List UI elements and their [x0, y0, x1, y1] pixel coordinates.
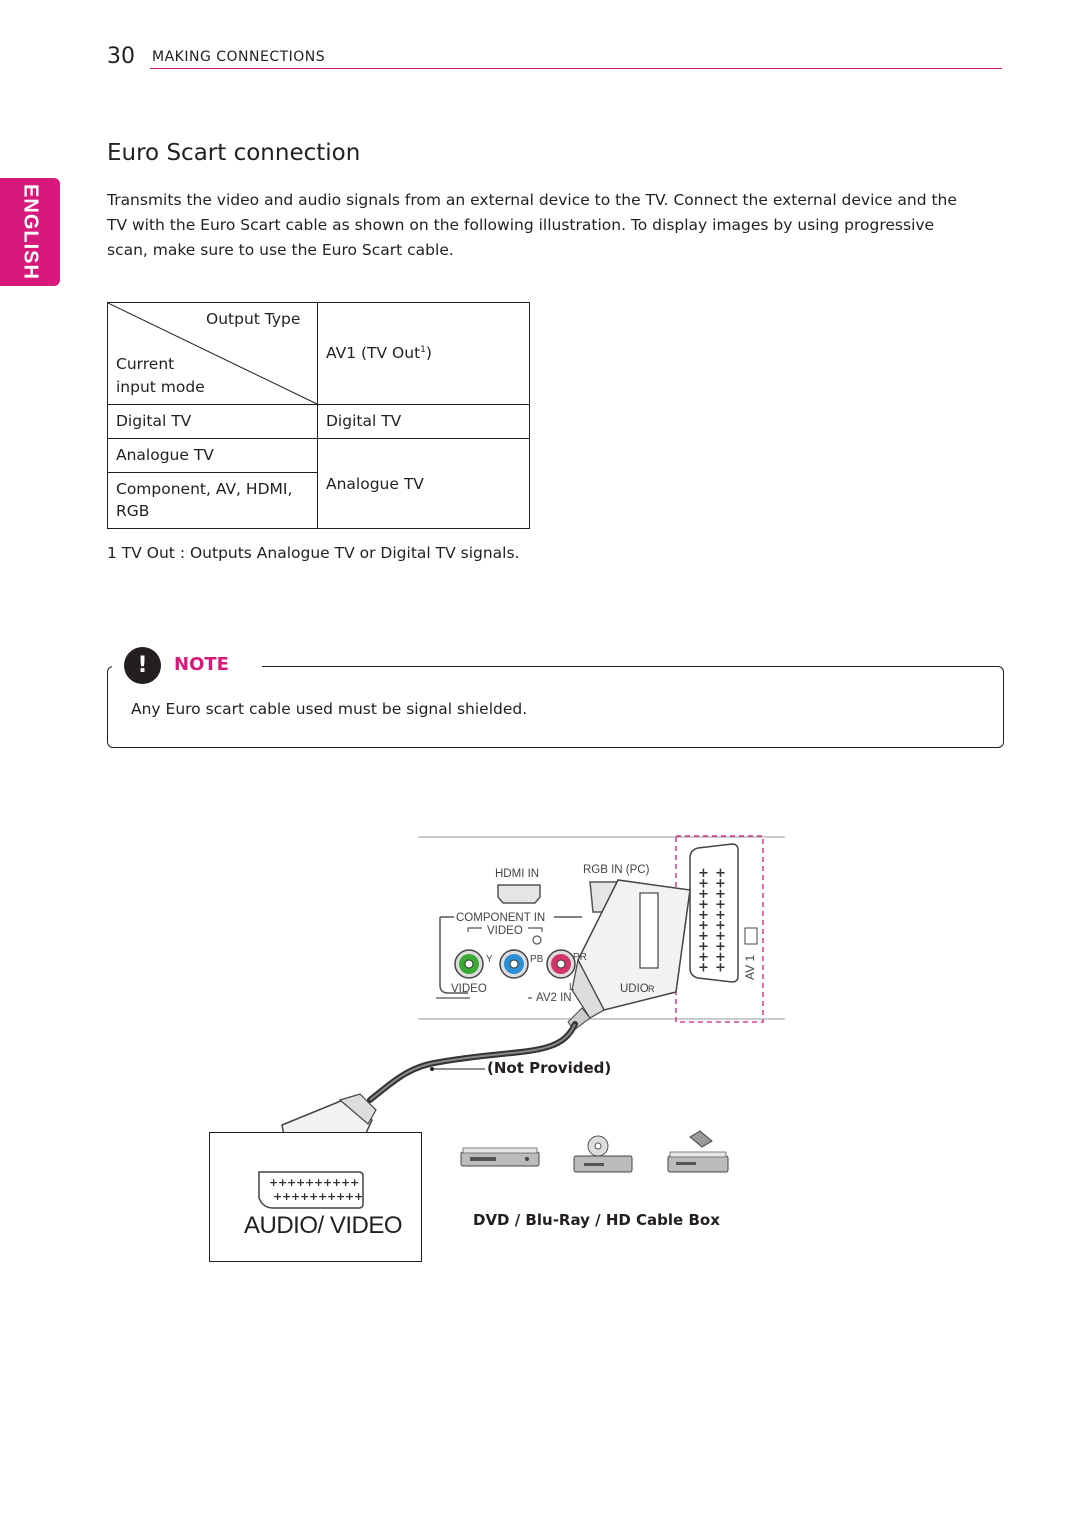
table-cell-input-line2: RGB: [116, 502, 150, 520]
table-cell-input: Analogue TV: [116, 446, 214, 464]
device-caption: DVD / Blu-Ray / HD Cable Box: [473, 1211, 720, 1229]
scart-pin: +: [291, 1190, 300, 1203]
scart-pin: +: [715, 908, 726, 923]
table-cell-output: Digital TV: [326, 412, 402, 430]
table-column-divider: [317, 303, 318, 528]
pb-label: PB: [530, 954, 544, 965]
scart-pin: +: [698, 908, 709, 923]
scart-pin: +: [278, 1176, 287, 1189]
scart-pin: +: [698, 961, 709, 976]
y-label: Y: [486, 954, 493, 965]
scart-pin: +: [296, 1176, 305, 1189]
scart-pin: +: [323, 1176, 332, 1189]
scart-pin: +: [309, 1190, 318, 1203]
hdmi-in-label: HDMI IN: [495, 868, 539, 880]
note-box: [107, 666, 1004, 748]
table-row-rule: [108, 404, 529, 405]
scart-pin: +: [698, 940, 709, 955]
header-av1-close: ): [425, 344, 432, 362]
l-label: L: [569, 982, 575, 993]
language-tab: ENGLISH: [0, 178, 60, 286]
intro-paragraph: Transmits the video and audio signals fr…: [107, 191, 957, 259]
scart-pin: +: [698, 866, 709, 881]
scart-pin: +: [273, 1190, 282, 1203]
table-cell-input-line1: Component, AV, HDMI,: [116, 480, 293, 498]
header-current-line1: Current: [116, 355, 175, 373]
scart-pin: +: [715, 866, 726, 881]
page-number: 30: [107, 44, 135, 69]
header-rule: [150, 68, 1002, 69]
scart-pin: +: [698, 929, 709, 944]
scart-pin: +: [305, 1176, 314, 1189]
scart-pin: +: [715, 877, 726, 892]
pr-jack: [546, 949, 576, 979]
scart-pin: +: [287, 1176, 296, 1189]
table-cell-input: Digital TV: [116, 412, 192, 430]
header-output-type: Output Type: [206, 310, 301, 328]
footnote: 1 TV Out : Outputs Analogue TV or Digita…: [107, 544, 520, 562]
scart-pin: +: [698, 919, 709, 934]
exclamation-icon: !: [124, 647, 161, 684]
scart-pin: +: [332, 1176, 341, 1189]
note-text: Any Euro scart cable used must be signal…: [131, 700, 528, 718]
av1-label: AV 1: [743, 955, 757, 980]
device-scart-socket: ++++++++++++++++++++: [258, 1171, 364, 1209]
video-bottom-label: VIDEO: [451, 983, 487, 995]
scart-pin: +: [715, 887, 726, 902]
header-av1-output: AV1 (TV Out1): [326, 344, 432, 362]
section-title: MAKING CONNECTIONS: [152, 49, 326, 65]
scart-pin: +: [318, 1190, 327, 1203]
connection-illustration: ++++++++++++++++++++ HDMI IN RGB IN (PC)…: [281, 835, 785, 1176]
rgb-in-label: RGB IN (PC): [583, 864, 650, 876]
r-label: R: [648, 984, 655, 994]
scart-pin: +: [327, 1190, 336, 1203]
av2-in-label: AV2 IN: [536, 992, 572, 1004]
pb-jack: [499, 949, 529, 979]
scart-pin: +: [715, 898, 726, 913]
blu-ray-player-icon: [573, 1135, 633, 1173]
table-row-rule: [108, 438, 529, 439]
scart-pin: +: [698, 877, 709, 892]
table-cell-output: Analogue TV: [326, 475, 424, 493]
header-current-line2: input mode: [116, 378, 205, 396]
note-label: NOTE: [174, 654, 229, 675]
table-diagonal: [108, 303, 318, 405]
scart-pin: +: [350, 1176, 359, 1189]
scart-pin: +: [715, 929, 726, 944]
scart-pin: +: [300, 1190, 309, 1203]
scart-pin: +: [715, 919, 726, 934]
dvd-player-icon: [460, 1147, 540, 1167]
y-jack: [454, 949, 484, 979]
output-type-table: Output Type Current input mode AV1 (TV O…: [107, 302, 530, 529]
scart-pin: +: [698, 887, 709, 902]
not-provided-label: (Not Provided): [487, 1059, 612, 1077]
audio-label: UDIO: [620, 983, 649, 995]
scart-pin: +: [282, 1190, 291, 1203]
scart-pin: +: [341, 1176, 350, 1189]
component-in-label: COMPONENT IN: [456, 912, 545, 924]
scart-pin: +: [314, 1176, 323, 1189]
scart-pin: +: [354, 1190, 363, 1203]
scart-pin: +: [336, 1190, 345, 1203]
page-title: Euro Scart connection: [107, 140, 361, 166]
scart-pin: +: [715, 940, 726, 955]
scart-pin: +: [715, 950, 726, 965]
audio-video-label: AUDIO/ VIDEO: [244, 1212, 403, 1239]
scart-pin: +: [345, 1190, 354, 1203]
language-tab-label: ENGLISH: [19, 184, 42, 280]
header-av1-text: AV1 (TV Out: [326, 344, 421, 362]
scart-pin: +: [715, 961, 726, 976]
scart-pin: +: [269, 1176, 278, 1189]
scart-pin: +: [698, 950, 709, 965]
header-av1-sup: 1: [420, 344, 426, 355]
scart-pin: +: [698, 898, 709, 913]
table-row-rule: [108, 472, 317, 473]
pr-label: PR: [573, 952, 587, 963]
cable-box-icon: [667, 1130, 729, 1173]
video-label: VIDEO: [487, 925, 523, 937]
